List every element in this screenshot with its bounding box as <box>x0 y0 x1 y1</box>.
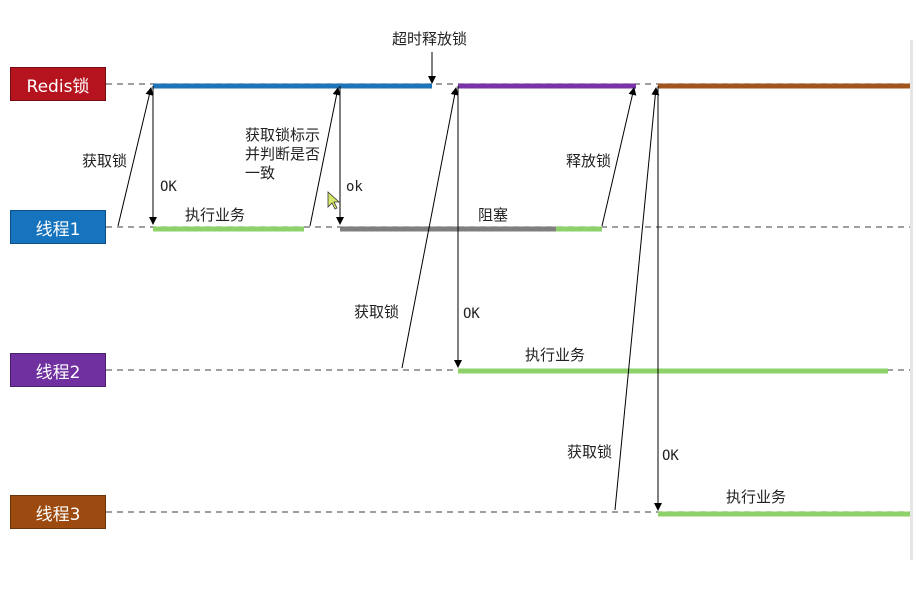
thread3-label: 线程3 <box>10 495 106 529</box>
t1-release-arrow <box>601 87 637 227</box>
t3-acquire-arrow <box>614 87 660 511</box>
t1-check-text-1: 获取锁标示 <box>245 126 321 144</box>
t2-work-text: 执行业务 <box>525 346 586 364</box>
redis-lock-label-text: Redis锁 <box>26 76 90 97</box>
t3-work-text: 执行业务 <box>726 488 787 506</box>
timeout-release-text: 超时释放锁 <box>392 30 468 48</box>
t1-check-text-3: 一致 <box>245 164 276 182</box>
redis-lock-label: Redis锁 <box>10 67 106 101</box>
mouse-cursor-icon <box>327 191 341 210</box>
t1-ok-text: OK <box>160 179 177 195</box>
t3-ok-text: OK <box>662 448 679 464</box>
t1-ok2-text: ok <box>346 179 363 195</box>
right-edge-divider <box>910 40 913 560</box>
t1-acquire-arrow <box>117 87 154 227</box>
thread2-label-text: 线程2 <box>35 362 81 383</box>
thread3-label-text: 线程3 <box>35 504 81 525</box>
t1-acquire-text: 获取锁 <box>82 152 128 170</box>
t1-blocked-text: 阻塞 <box>478 206 509 224</box>
t2-ok-text: OK <box>463 306 480 322</box>
t1-check-text-2: 并判断是否 <box>245 145 321 163</box>
thread2-label: 线程2 <box>10 353 106 387</box>
t1-release-text: 释放锁 <box>566 152 612 170</box>
t2-acquire-text: 获取锁 <box>354 303 400 321</box>
t2-acquire-arrow <box>401 87 459 369</box>
t1-check-arrow <box>309 87 341 227</box>
thread1-label: 线程1 <box>10 210 106 244</box>
t1-work-text: 执行业务 <box>185 206 246 224</box>
t3-acquire-text: 获取锁 <box>567 443 613 461</box>
thread1-label-text: 线程1 <box>35 219 81 240</box>
